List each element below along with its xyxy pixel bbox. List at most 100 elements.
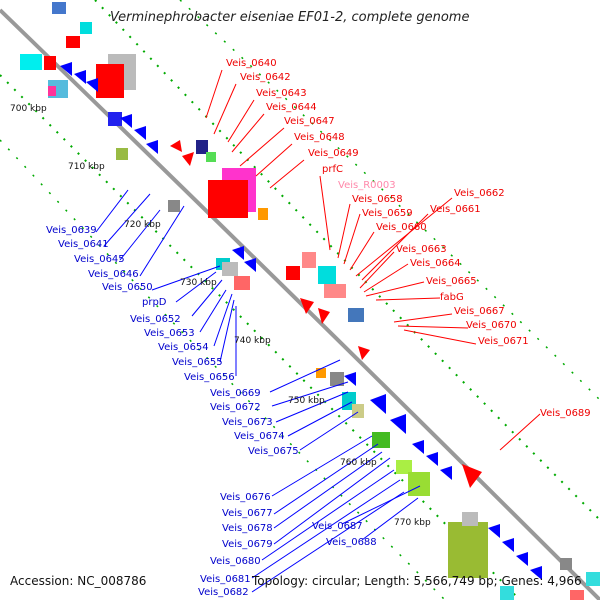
gene-label[interactable]: Veis_0662	[454, 188, 505, 199]
topology-text: Topology: circular; Length: 5,566,749 bp…	[252, 574, 582, 588]
gene-label[interactable]: prpD	[142, 297, 167, 308]
gene-label[interactable]: prfC	[322, 164, 343, 175]
gene-arrow	[146, 140, 158, 154]
gene-label[interactable]: Veis_0676	[220, 492, 271, 503]
gene-arrow	[412, 440, 424, 454]
gene-label[interactable]: Veis_0689	[540, 408, 591, 419]
forward-callouts	[205, 69, 541, 451]
gene-label[interactable]: Veis_0648	[294, 132, 345, 143]
gene-block	[318, 266, 336, 284]
gene-label[interactable]: Veis_0682	[198, 587, 249, 598]
gene-label[interactable]: Veis_0655	[172, 357, 223, 368]
gene-arrow	[502, 538, 514, 552]
gene-block	[396, 460, 412, 474]
gene-arrow	[530, 566, 542, 580]
gene-label[interactable]: Veis_0658	[352, 194, 403, 205]
gene-arrow	[440, 466, 452, 480]
gene-label[interactable]: Veis_0665	[426, 276, 477, 287]
reverse-strand-arrows	[60, 62, 542, 580]
gene-label[interactable]: Veis_0640	[226, 58, 277, 69]
gene-label[interactable]: Veis_0663	[396, 244, 447, 255]
gene-label[interactable]: Veis_0675	[248, 446, 299, 457]
gene-label[interactable]: Veis_0679	[222, 539, 273, 550]
gene-block	[96, 64, 124, 98]
gene-block	[352, 404, 364, 418]
gene-arrow	[318, 308, 330, 324]
gene-block	[570, 590, 584, 600]
title-text: Verminephrobacter eiseniae EF01-2, compl…	[110, 10, 470, 25]
gene-label-rna[interactable]: Veis_R0003	[338, 180, 396, 191]
gene-arrow	[516, 552, 528, 566]
gene-label[interactable]: Veis_0653	[144, 328, 195, 339]
scale-label: 760 kbp	[340, 458, 377, 468]
gene-arrow	[170, 140, 182, 152]
gene-block	[108, 112, 122, 126]
gene-block	[372, 432, 390, 448]
gene-arrow	[390, 414, 406, 434]
gene-arrow	[182, 152, 194, 166]
gene-arrow	[120, 114, 132, 128]
gene-label[interactable]: Veis_0647	[284, 116, 335, 127]
gene-label[interactable]: Veis_0644	[266, 102, 317, 113]
gene-label[interactable]: Veis_0673	[222, 417, 273, 428]
gene-label[interactable]: Veis_0670	[466, 320, 517, 331]
forward-strand-arrows	[170, 140, 482, 488]
gene-arrow	[370, 394, 386, 414]
gene-block	[586, 572, 600, 586]
gene-label[interactable]: Veis_0646	[88, 269, 139, 280]
gene-label[interactable]: Veis_0639	[46, 225, 97, 236]
gene-label[interactable]: Veis_0659	[362, 208, 413, 219]
gene-label[interactable]: Veis_0641	[58, 239, 109, 250]
gene-label[interactable]: Veis_0656	[184, 372, 235, 383]
gene-label[interactable]: Veis_0680	[210, 556, 261, 567]
gene-block	[448, 522, 488, 578]
gene-label[interactable]: Veis_0649	[308, 148, 359, 159]
gene-label[interactable]: fabG	[440, 292, 464, 303]
gene-label[interactable]: Veis_0650	[102, 282, 153, 293]
gene-label[interactable]: Veis_0687	[312, 521, 363, 532]
gene-label[interactable]: Veis_0669	[210, 388, 261, 399]
gene-label[interactable]: Veis_0661	[430, 204, 481, 215]
gene-arrow	[426, 452, 438, 466]
gene-label[interactable]: Veis_0643	[256, 88, 307, 99]
gene-block	[20, 54, 42, 70]
gene-label[interactable]: Veis_0660	[376, 222, 427, 233]
gene-label[interactable]: Veis_0645	[74, 254, 125, 265]
gene-arrow	[232, 246, 244, 260]
gene-block	[286, 266, 300, 280]
gene-block	[206, 152, 216, 162]
gene-arrow	[74, 70, 86, 84]
gene-label[interactable]: Veis_0674	[234, 431, 285, 442]
gene-label[interactable]: Veis_0642	[240, 72, 291, 83]
gene-block	[408, 472, 430, 496]
scale-label: 740 kbp	[234, 336, 271, 346]
gene-label[interactable]: Veis_0671	[478, 336, 529, 347]
outer-dotted-track	[94, 0, 600, 521]
scale-label: 730 kbp	[180, 278, 217, 288]
scale-label: 710 kbp	[68, 162, 105, 172]
gene-block	[66, 36, 80, 48]
gene-block	[258, 208, 268, 220]
gene-label[interactable]: Veis_0667	[454, 306, 505, 317]
gene-block	[462, 512, 478, 526]
gene-block	[302, 252, 316, 268]
gene-label[interactable]: Veis_0664	[410, 258, 461, 269]
gene-arrow	[134, 126, 146, 140]
gene-arrow	[344, 372, 356, 386]
gene-arrow	[462, 464, 482, 488]
gene-block	[348, 308, 364, 322]
gene-label[interactable]: Veis_0677	[222, 508, 273, 519]
gene-block	[222, 262, 238, 276]
gene-block	[234, 276, 250, 290]
gene-arrow	[60, 62, 72, 76]
gene-label[interactable]: Veis_0688	[326, 537, 377, 548]
gene-label[interactable]: Veis_0652	[130, 314, 181, 325]
gene-label[interactable]: Veis_0681	[200, 574, 251, 585]
gene-label[interactable]: Veis_0654	[158, 342, 209, 353]
gene-arrow	[488, 524, 500, 538]
gene-arrow	[86, 78, 98, 92]
gene-label[interactable]: Veis_0678	[222, 523, 273, 534]
gene-label[interactable]: Veis_0672	[210, 402, 261, 413]
